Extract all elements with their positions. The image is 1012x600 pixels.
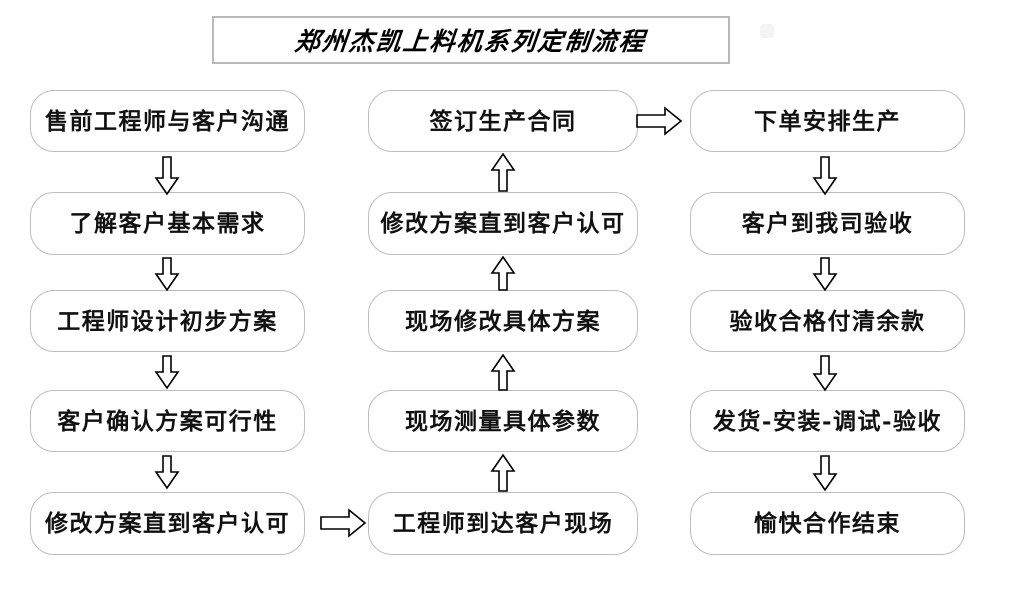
node-right-2[interactable]: 客户到我司验收 [690, 192, 965, 255]
node-left-1-label: 售前工程师与客户沟通 [45, 107, 290, 135]
node-left-5[interactable]: 修改方案直到客户认可 [30, 492, 305, 555]
watermark-speck [760, 24, 774, 38]
node-right-3-label: 验收合格付清余款 [729, 307, 926, 335]
arrow-down-left-4-5-icon [154, 455, 180, 495]
node-right-2-label: 客户到我司验收 [741, 210, 914, 237]
node-middle-1[interactable]: 签订生产合同 [368, 90, 638, 152]
node-middle-4[interactable]: 现场测量具体参数 [368, 390, 638, 452]
node-left-4[interactable]: 客户确认方案可行性 [30, 390, 305, 452]
arrow-up-middle-5-4-icon [490, 453, 516, 493]
node-middle-2[interactable]: 修改方案直到客户认可 [368, 192, 638, 255]
node-middle-2-label: 修改方案直到客户认可 [380, 210, 626, 237]
node-right-5-label: 愉快合作结束 [754, 510, 901, 537]
node-right-3[interactable]: 验收合格付清余款 [690, 290, 965, 352]
node-right-1-label: 下单安排生产 [754, 107, 901, 135]
node-right-1[interactable]: 下单安排生产 [690, 90, 965, 152]
arrow-down-right-2-3-icon [812, 257, 838, 297]
arrow-down-right-4-5-icon [812, 455, 838, 495]
node-right-4[interactable]: 发货-安装-调试-验收 [690, 390, 965, 452]
node-middle-4-label: 现场测量具体参数 [405, 407, 601, 435]
node-middle-5-label: 工程师到达客户现场 [392, 510, 614, 537]
arrow-up-middle-3-2-icon [490, 255, 516, 295]
node-left-5-label: 修改方案直到客户认可 [45, 510, 290, 537]
node-right-5[interactable]: 愉快合作结束 [690, 492, 965, 555]
arrow-right-middle1-to-right1-icon [636, 106, 683, 136]
node-middle-3-label: 现场修改具体方案 [405, 307, 601, 335]
node-middle-3[interactable]: 现场修改具体方案 [368, 290, 638, 352]
arrow-down-left-3-4-icon [154, 355, 180, 395]
arrow-down-right-3-4-icon [812, 355, 838, 395]
arrow-down-left-2-3-icon [154, 257, 180, 297]
arrow-down-right-1-2-icon [812, 156, 838, 196]
diagram-title-box: 郑州杰凯上料机系列定制流程 [212, 16, 730, 64]
node-left-1[interactable]: 售前工程师与客户沟通 [30, 90, 305, 152]
arrow-up-middle-2-1-icon [490, 152, 516, 192]
node-middle-1-label: 签订生产合同 [429, 107, 577, 135]
node-middle-5[interactable]: 工程师到达客户现场 [368, 492, 638, 555]
arrow-up-middle-4-3-icon [490, 353, 516, 393]
node-left-2-label: 了解客户基本需求 [69, 210, 266, 237]
arrow-down-left-1-2-icon [154, 156, 180, 196]
node-right-4-label: 发货-安装-调试-验收 [712, 407, 943, 435]
arrow-right-left5-to-middle5-icon [320, 508, 367, 538]
node-left-4-label: 客户确认方案可行性 [57, 407, 278, 435]
node-left-2[interactable]: 了解客户基本需求 [30, 192, 305, 255]
diagram-title: 郑州杰凯上料机系列定制流程 [293, 27, 648, 56]
node-left-3[interactable]: 工程师设计初步方案 [30, 290, 305, 352]
node-left-3-label: 工程师设计初步方案 [57, 307, 278, 335]
